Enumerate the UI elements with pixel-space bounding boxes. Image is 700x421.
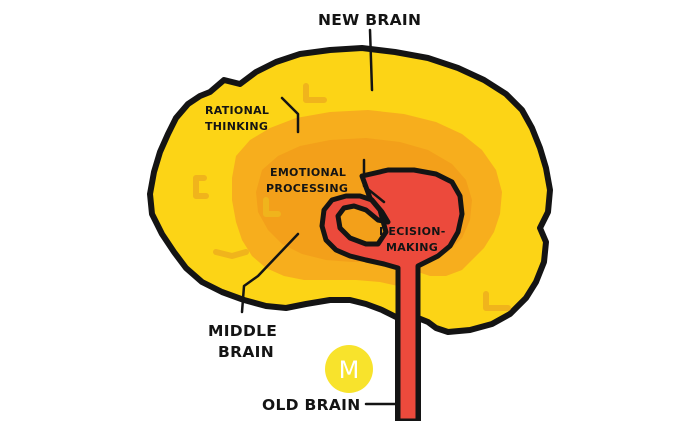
label-decision-making-line2: MAKING (386, 241, 438, 254)
watermark-logo-letter: M (339, 356, 360, 384)
leader-emotional (362, 158, 386, 204)
leader-lines (240, 28, 398, 406)
label-old-brain: OLD BRAIN (262, 396, 361, 414)
fold-right (483, 291, 511, 311)
label-emotional-processing-line1: EMOTIONAL (270, 166, 346, 179)
leader-new-brain (368, 28, 374, 92)
label-rational-thinking-line1: RATIONAL (205, 104, 269, 117)
label-rational-thinking-line2: THINKING (205, 120, 268, 133)
fold-left (193, 175, 209, 199)
fold-top (303, 83, 327, 103)
brain-folds (193, 83, 511, 311)
label-middle-brain-line2: BRAIN (218, 343, 274, 361)
watermark-logo: M (325, 345, 373, 393)
leader-rational (280, 96, 300, 134)
label-new-brain: NEW BRAIN (318, 11, 421, 29)
fold-middle (263, 197, 281, 217)
leader-middle-brain (240, 232, 300, 314)
label-middle-brain-line1: MIDDLE (208, 322, 277, 340)
old-brain-region (319, 167, 465, 421)
label-decision-making-line1: DECISION- (379, 225, 446, 238)
label-emotional-processing-line2: PROCESSING (266, 182, 348, 195)
fold-lower-left (213, 249, 249, 259)
